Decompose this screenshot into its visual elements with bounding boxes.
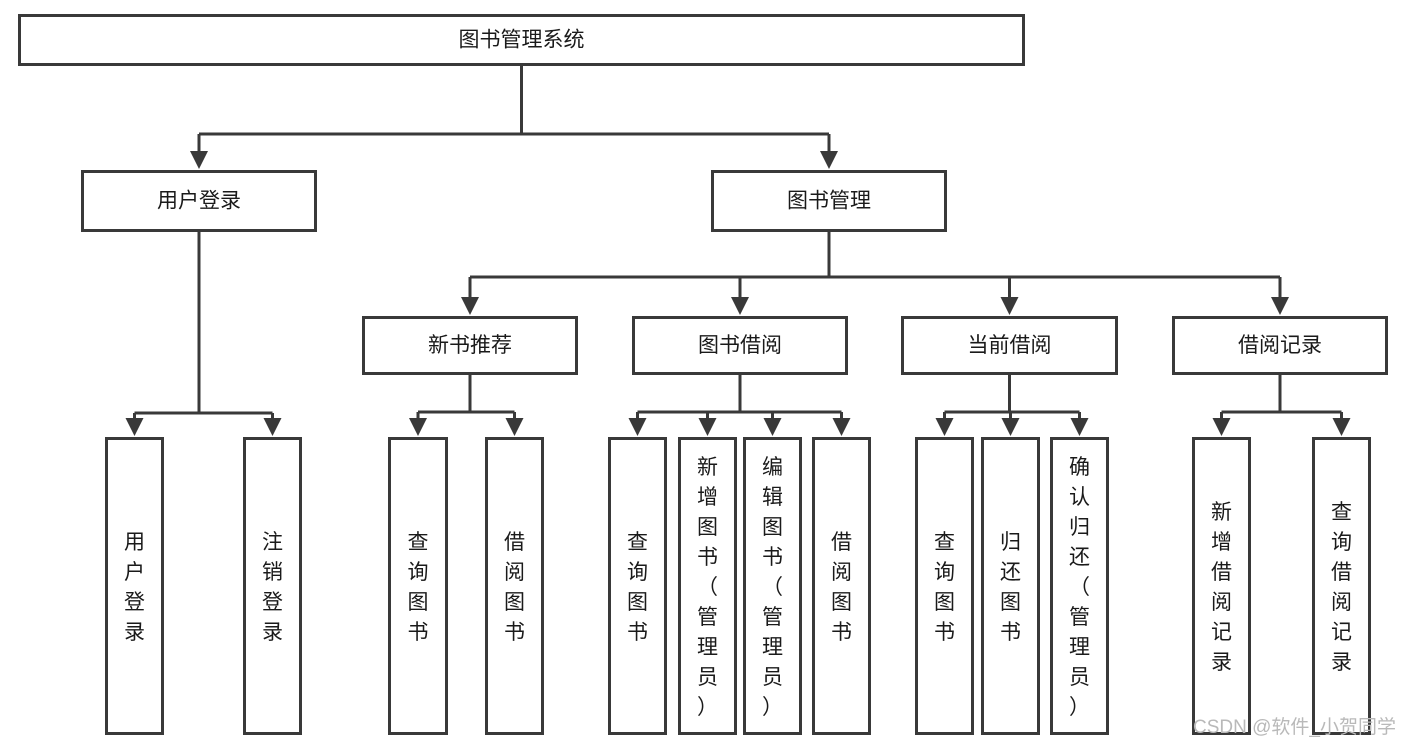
- node-box: [632, 316, 848, 375]
- node-label: 归还图书: [1000, 531, 1021, 644]
- node-label: 用户登录: [157, 190, 241, 213]
- tree-node-l4[interactable]: 借阅图书: [485, 437, 544, 735]
- tree-node-l3[interactable]: 查询图书: [388, 437, 448, 735]
- tree-node-n2a[interactable]: 用户登录: [81, 170, 317, 232]
- tree-node-l12[interactable]: 新增借阅记录: [1192, 437, 1251, 735]
- node-label: 确认归还（管理员）: [1069, 456, 1090, 719]
- node-box: [981, 437, 1040, 735]
- node-label: 借阅图书: [831, 531, 852, 644]
- tree-node-l7[interactable]: 编辑图书（管理员）: [743, 437, 802, 735]
- tree-node-n3b[interactable]: 图书借阅: [632, 316, 848, 375]
- tree-node-l2[interactable]: 注销登录: [243, 437, 302, 735]
- tree-node-n3d[interactable]: 借阅记录: [1172, 316, 1388, 375]
- arrow-head-icon: [832, 418, 851, 436]
- arrow-head-icon: [731, 297, 749, 315]
- node-box: [81, 170, 317, 232]
- arrow-head-icon: [190, 151, 208, 169]
- arrow-head-icon: [1000, 297, 1019, 315]
- node-box: [901, 316, 1118, 375]
- arrow-head-icon: [698, 418, 717, 436]
- tree-node-l11[interactable]: 确认归还（管理员）: [1050, 437, 1109, 735]
- node-box: [608, 437, 667, 735]
- node-box: [243, 437, 302, 735]
- node-box: [711, 170, 947, 232]
- node-label: 当前借阅: [968, 334, 1052, 357]
- node-box: [743, 437, 802, 735]
- node-box: [1172, 316, 1388, 375]
- connector-layer: [125, 66, 1351, 436]
- node-label: 查询图书: [408, 531, 429, 644]
- node-box: [812, 437, 871, 735]
- node-box: [18, 14, 1025, 66]
- arrow-head-icon: [1271, 297, 1289, 315]
- tree-node-l10[interactable]: 归还图书: [981, 437, 1040, 735]
- tree-node-root[interactable]: 图书管理系统: [18, 14, 1025, 66]
- node-label: 借阅图书: [504, 531, 525, 644]
- arrow-head-icon: [1001, 418, 1020, 436]
- tree-node-l13[interactable]: 查询借阅记录: [1312, 437, 1371, 735]
- node-label: 图书管理系统: [459, 29, 585, 52]
- node-label: 用户登录: [124, 531, 145, 644]
- node-label: 编辑图书（管理员）: [762, 456, 783, 719]
- arrow-head-icon: [461, 297, 479, 315]
- node-label: 查询图书: [934, 531, 955, 644]
- node-box: [1312, 437, 1371, 735]
- arrow-head-icon: [628, 418, 647, 436]
- tree-node-l9[interactable]: 查询图书: [915, 437, 974, 735]
- tree-node-l6[interactable]: 新增图书（管理员）: [678, 437, 737, 735]
- arrow-head-icon: [763, 418, 782, 436]
- arrow-head-icon: [125, 418, 144, 436]
- node-label: 查询图书: [627, 531, 648, 644]
- node-box: [915, 437, 974, 735]
- node-box: [388, 437, 448, 735]
- node-label: 新书推荐: [428, 334, 512, 357]
- tree-node-n3c[interactable]: 当前借阅: [901, 316, 1118, 375]
- node-box: [362, 316, 578, 375]
- node-box: [105, 437, 164, 735]
- node-box: [1050, 437, 1109, 735]
- arrow-head-icon: [409, 418, 427, 436]
- tree-node-l8[interactable]: 借阅图书: [812, 437, 871, 735]
- watermark-label: CSDN @软件_小贺同学: [1193, 716, 1396, 738]
- node-label: 注销登录: [262, 531, 283, 644]
- tree-node-l1[interactable]: 用户登录: [105, 437, 164, 735]
- arrow-head-icon: [1332, 418, 1351, 436]
- tree-node-l5[interactable]: 查询图书: [608, 437, 667, 735]
- arrow-head-icon: [1070, 418, 1089, 436]
- arrow-head-icon: [820, 151, 838, 169]
- arrow-head-icon: [935, 418, 954, 436]
- node-box: [678, 437, 737, 735]
- arrow-head-icon: [1212, 418, 1231, 436]
- node-label: 新增借阅记录: [1211, 501, 1232, 674]
- node-label: 图书管理: [787, 190, 871, 213]
- node-label: 图书借阅: [698, 334, 782, 357]
- arrow-head-icon: [263, 418, 282, 436]
- tree-node-n2b[interactable]: 图书管理: [711, 170, 947, 232]
- node-label: 查询借阅记录: [1331, 501, 1352, 674]
- node-box: [485, 437, 544, 735]
- node-layer: 图书管理系统用户登录图书管理新书推荐图书借阅当前借阅借阅记录用户登录注销登录查询…: [18, 14, 1388, 735]
- node-label: 借阅记录: [1238, 334, 1322, 357]
- node-box: [1192, 437, 1251, 735]
- arrow-head-icon: [505, 418, 524, 436]
- tree-node-n3a[interactable]: 新书推荐: [362, 316, 578, 375]
- node-label: 新增图书（管理员）: [697, 456, 718, 719]
